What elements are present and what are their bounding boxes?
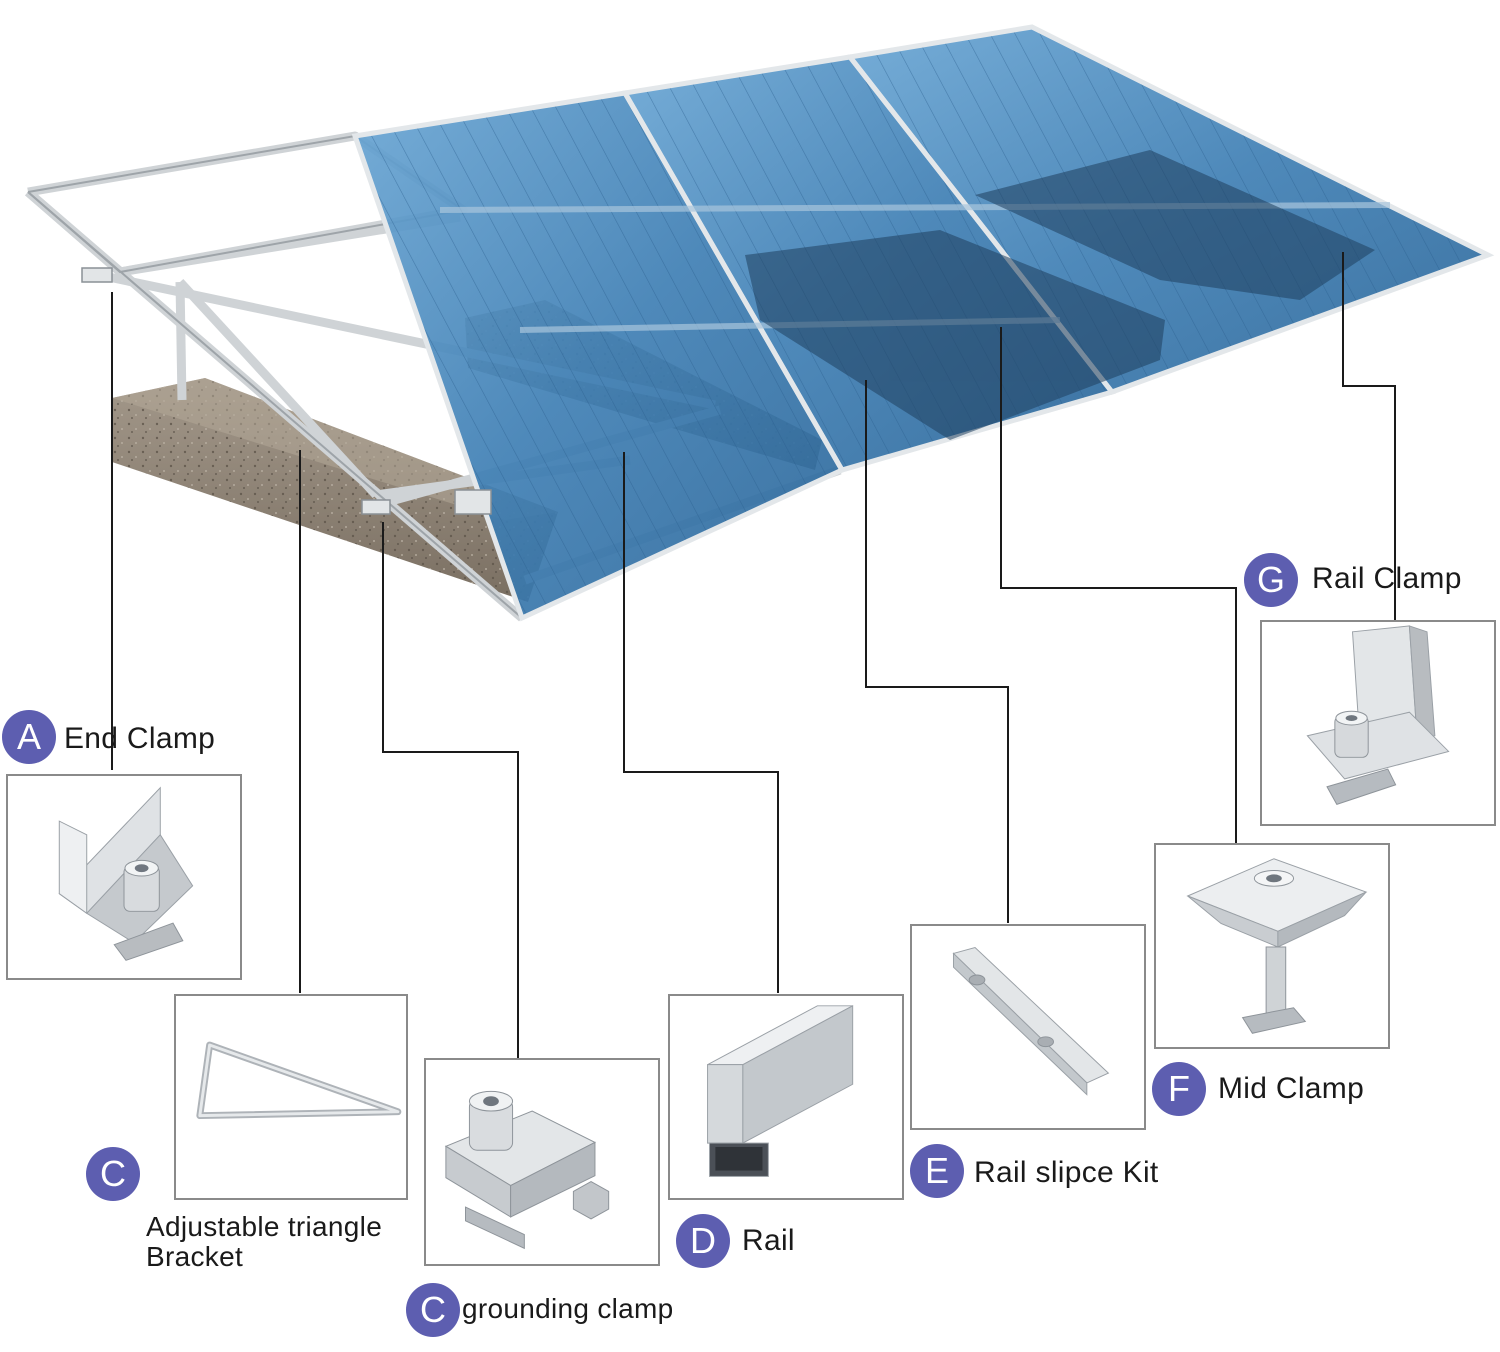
rail-splice-icon [952, 947, 1110, 1096]
leader-lines [111, 252, 1396, 1058]
label-rail-clamp: Rail Clamp [1312, 562, 1462, 595]
label-end-clamp: End Clamp [64, 722, 216, 755]
badge-e: E [910, 1144, 964, 1198]
triangle-bracket-box [174, 994, 408, 1200]
rail-icon [707, 1004, 854, 1177]
rail-clamp-box [1260, 620, 1496, 826]
label-rail: Rail [742, 1224, 795, 1257]
rail-box [668, 994, 904, 1200]
solar-panels [351, 24, 1495, 622]
badge-g: G [1244, 553, 1298, 607]
label-triangle-bracket-line2: Bracket [146, 1241, 244, 1272]
mid-clamp-icon [1186, 858, 1368, 1034]
label-triangle-bracket-line1: Adjustable triangle [146, 1211, 383, 1242]
rail-clamp-icon [1306, 625, 1450, 805]
mid-clamp-box [1154, 843, 1390, 1049]
rail-splice-box [910, 924, 1146, 1130]
end-clamp-box [6, 774, 242, 980]
grounding-clamp-icon [444, 1090, 610, 1250]
label-grounding-clamp: grounding clamp [462, 1293, 674, 1324]
badge-c-bracket: C [86, 1147, 140, 1201]
triangle-bracket-icon [196, 1041, 402, 1120]
label-rail-splice-kit: Rail slipce Kit [974, 1156, 1159, 1189]
grounding-clamp-box [424, 1058, 660, 1266]
label-mid-clamp: Mid Clamp [1218, 1072, 1365, 1105]
badge-a: A [2, 710, 56, 764]
end-clamp-icon [58, 786, 194, 961]
badge-f: F [1152, 1062, 1206, 1116]
badge-d: D [676, 1214, 730, 1268]
badge-c-grounding: C [406, 1283, 460, 1337]
